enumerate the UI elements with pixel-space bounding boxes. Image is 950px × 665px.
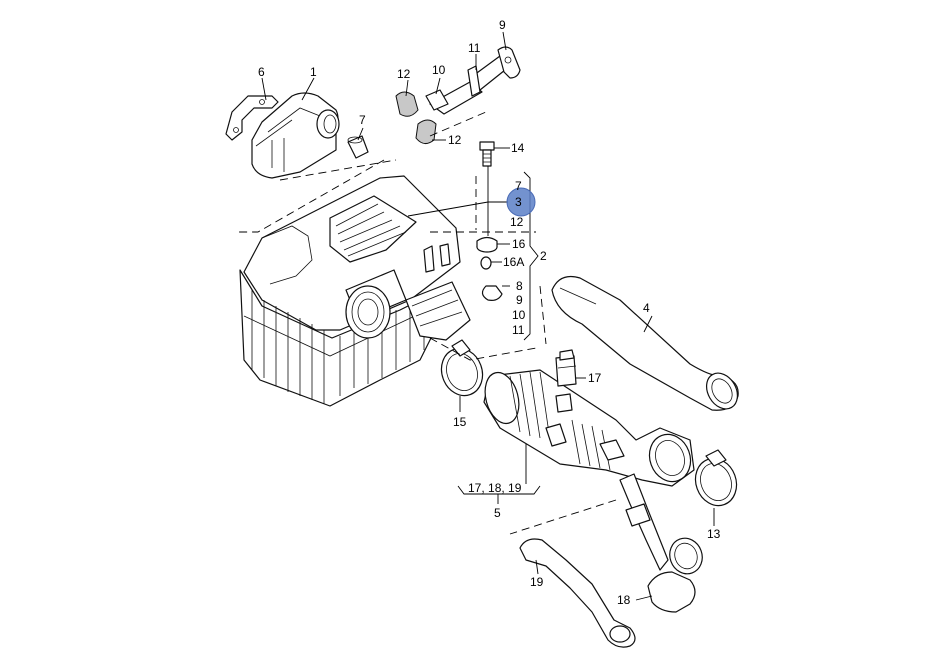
air-duct-part-4[interactable] — [551, 275, 744, 415]
label-part-1[interactable]: 1 — [310, 65, 317, 79]
clip-part-8[interactable] — [481, 285, 503, 301]
label-part-16[interactable]: 16 — [512, 237, 526, 251]
intake-hose-part-5[interactable] — [480, 369, 697, 488]
label-part-14[interactable]: 14 — [511, 141, 525, 155]
label-part-4[interactable]: 4 — [643, 301, 650, 315]
grommet-part-7[interactable] — [347, 135, 369, 159]
label-part-19[interactable]: 19 — [530, 575, 544, 589]
label-part-12-list[interactable]: 12 — [510, 215, 524, 229]
label-part-17[interactable]: 17 — [588, 371, 602, 385]
sensor-part-17[interactable] — [555, 349, 577, 387]
label-part-10-top[interactable]: 10 — [432, 63, 446, 77]
label-part-12-top[interactable]: 12 — [397, 67, 411, 81]
label-part-10[interactable]: 10 — [512, 308, 526, 322]
label-part-15[interactable]: 15 — [453, 415, 467, 429]
label-parts-17-18-19[interactable]: 17, 18, 19 — [468, 481, 522, 495]
label-part-9[interactable]: 9 — [516, 293, 523, 307]
label-part-8[interactable]: 8 — [516, 279, 523, 293]
label-part-11[interactable]: 11 — [512, 323, 525, 337]
air-filter-cover-part-1[interactable] — [251, 92, 340, 179]
part-3-highlight[interactable] — [506, 187, 536, 217]
hose-clamp-part-15[interactable] — [435, 339, 489, 401]
label-part-5[interactable]: 5 — [494, 506, 501, 520]
bracket-part-6[interactable] — [225, 95, 279, 141]
hose-clamp-part-13[interactable] — [689, 449, 743, 511]
label-part-7-list[interactable]: 7 — [515, 179, 522, 193]
label-part-3[interactable]: 3 — [515, 195, 522, 209]
connector-pipe-parts-9-12[interactable] — [395, 46, 521, 144]
small-hose-part-18[interactable] — [619, 473, 707, 613]
air-filter-housing[interactable] — [239, 175, 471, 407]
label-part-7-top[interactable]: 7 — [359, 113, 366, 127]
bolt-part-14[interactable] — [479, 141, 495, 167]
bent-hose-part-19[interactable] — [519, 538, 636, 648]
label-part-12-mid[interactable]: 12 — [448, 133, 462, 147]
label-part-18[interactable]: 18 — [617, 593, 631, 607]
label-part-13[interactable]: 13 — [707, 527, 721, 541]
label-part-11-top[interactable]: 11 — [468, 41, 481, 55]
nut-part-16[interactable] — [476, 236, 498, 253]
washer-part-16a[interactable] — [480, 256, 492, 270]
label-part-16a[interactable]: 16A — [503, 255, 524, 269]
label-part-6[interactable]: 6 — [258, 65, 265, 79]
label-part-9-top[interactable]: 9 — [499, 18, 506, 32]
label-part-2[interactable]: 2 — [540, 249, 547, 263]
